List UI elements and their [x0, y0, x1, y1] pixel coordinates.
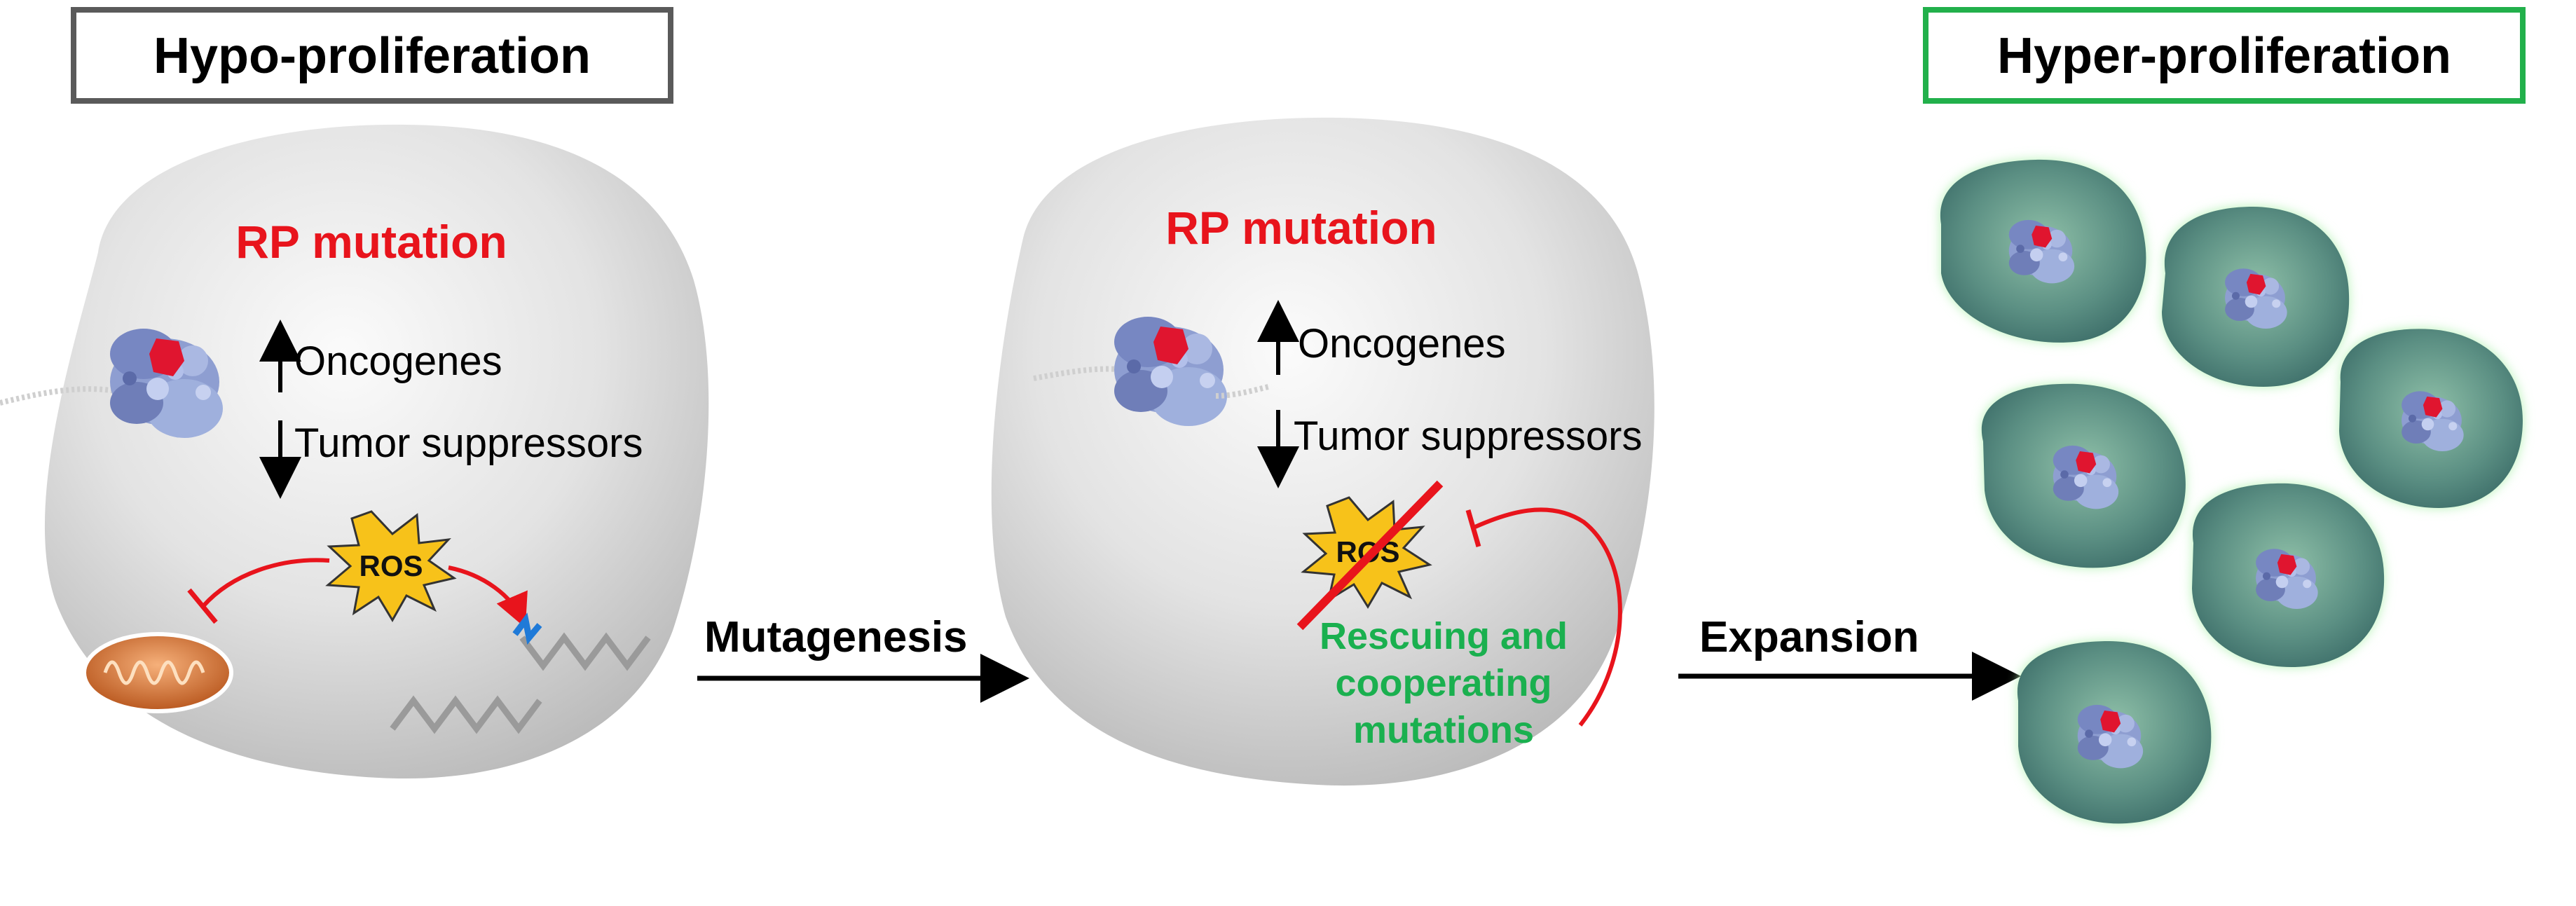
cell2-title: RP mutation: [1165, 202, 1437, 254]
cell2-tumor-suppressors-label: Tumor suppressors: [1294, 413, 1642, 459]
cell1-inhibit-bar: [187, 588, 218, 624]
expansion-label: Expansion: [1699, 613, 1919, 661]
daughter-cell-4: [2339, 329, 2523, 508]
cell1-tumor-suppressors-label: Tumor suppressors: [294, 420, 643, 466]
cell2-ribosome-icon: [1114, 317, 1227, 426]
hyper-header-box: [1923, 7, 2526, 104]
dna-double-strand-icon: [390, 612, 651, 734]
mutagenesis-label: Mutagenesis: [704, 613, 968, 661]
cell1-ribosome-icon: [110, 329, 223, 438]
cell2-inhibit-bar: [1465, 509, 1481, 547]
cell2-rescue-line-3: mutations: [1353, 709, 1534, 751]
cell1-ros-label: ROS: [359, 549, 423, 582]
cell2-inhibit-ros-arrow: [1474, 507, 1622, 727]
hyper-header-title: Hyper-proliferation: [1997, 28, 2451, 84]
mitochondrion-icon: [82, 632, 233, 713]
cell1-ros-burst-icon: [325, 510, 457, 622]
daughter-cell-1: [1940, 159, 2146, 343]
cell2-rescue-line-1: Rescuing and: [1320, 615, 1568, 657]
daughter-cell-2: [2162, 207, 2350, 387]
cell1-damage-dna-arrow: [448, 565, 528, 629]
hypo-header-box: [71, 7, 673, 104]
hypo-header-title: Hypo-proliferation: [153, 28, 591, 84]
cell2-rescue-line-2: cooperating: [1335, 662, 1551, 704]
daughter-cell-3: [1981, 383, 2186, 568]
cell-2: [991, 117, 1654, 786]
cell1-mrna-strand: [0, 386, 123, 406]
cell1-inhibit-mito-arrow: [201, 558, 330, 608]
daughter-cell-5: [2192, 483, 2385, 668]
cell1-title: RP mutation: [235, 216, 507, 268]
cell2-ros-strike-line: [1296, 480, 1444, 631]
daughter-cell-6: [2017, 641, 2212, 824]
cell1-oncogenes-label: Oncogenes: [294, 338, 502, 384]
cell2-oncogenes-label: Oncogenes: [1298, 321, 1506, 366]
